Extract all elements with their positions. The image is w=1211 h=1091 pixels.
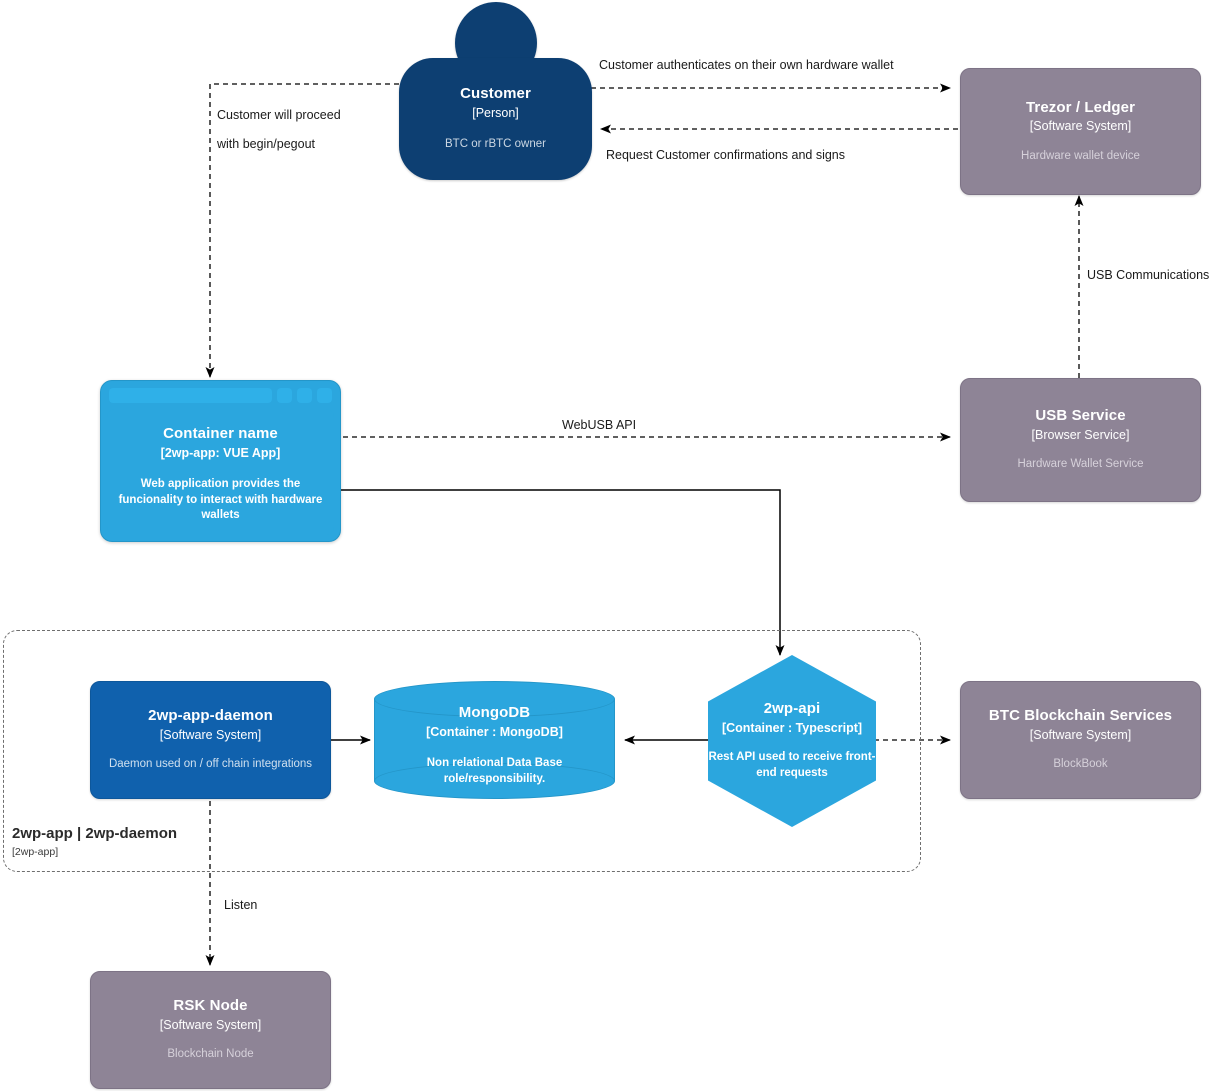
edge-label-vueapp-to-usbservice: WebUSB API: [562, 418, 637, 432]
node-rsk-node-description: Blockchain Node: [167, 1048, 254, 1061]
person-body: Customer [Person] BTC or rBTC owner: [399, 58, 592, 180]
node-trezor-ledger-description: Hardware wallet device: [1021, 149, 1140, 162]
node-customer-title: Customer: [460, 85, 531, 103]
node-trezor-ledger-tech: [Software System]: [1029, 119, 1132, 134]
edge-label-usbservice-to-trezor: USB Communications: [1087, 268, 1210, 282]
edge-label-customer-to-vueapp-line2: with begin/pegout: [217, 137, 315, 151]
hexagon-label: 2wp-api [Container : Typescript] Rest AP…: [708, 655, 876, 827]
boundary-name: 2wp-app | 2wp-daemon: [12, 825, 178, 842]
browser-control-dot-2[interactable]: [297, 388, 312, 403]
node-trezor-ledger[interactable]: Trezor / Ledger [Software System] Hardwa…: [960, 68, 1201, 195]
boundary-label: 2wp-app | 2wp-daemon [2wp-app]: [12, 825, 342, 859]
node-mongodb-tech: [Container : MongoDB]: [426, 725, 563, 740]
node-vue-app[interactable]: Container name [2wp-app: VUE App] Web ap…: [100, 380, 341, 542]
node-usb-service-description: Hardware Wallet Service: [1017, 458, 1144, 471]
node-customer-description: BTC or rBTC owner: [445, 138, 546, 151]
node-mongodb-description: Non relational Data Base role/responsibi…: [426, 757, 563, 785]
node-usb-service[interactable]: USB Service [Browser Service] Hardware W…: [960, 378, 1201, 502]
browser-titlebar: [107, 387, 334, 404]
edge-label-daemon-to-rsknode: Listen: [224, 898, 258, 912]
node-btc-blockchain-services-tech: [Software System]: [1029, 727, 1132, 742]
node-2wp-app-daemon-tech: [Software System]: [159, 727, 262, 742]
node-2wp-app-daemon-title: 2wp-app-daemon: [148, 707, 273, 725]
node-mongodb[interactable]: MongoDB [Container : MongoDB] Non relati…: [374, 681, 615, 799]
node-mongodb-title: MongoDB: [458, 704, 531, 722]
edge-label-trezor-to-customer: Request Customer confirmations and signs: [606, 148, 846, 162]
node-2wp-app-daemon-description: Daemon used on / off chain integrations: [108, 758, 313, 771]
browser-control-dot-3[interactable]: [317, 388, 332, 403]
node-vue-app-description: Web application provides the funcionalit…: [118, 478, 323, 522]
node-customer-tech: [Person]: [472, 105, 519, 120]
cylinder-bottom: [374, 763, 615, 799]
browser-control-dot-1[interactable]: [277, 388, 292, 403]
cylinder-label: MongoDB [Container : MongoDB] Non relati…: [374, 681, 615, 799]
node-btc-blockchain-services[interactable]: BTC Blockchain Services [Software System…: [960, 681, 1201, 799]
node-2wp-api-description: Rest API used to receive front-end reque…: [708, 751, 876, 779]
browser-screen: Container name [2wp-app: VUE App] Web ap…: [107, 409, 334, 535]
node-2wp-api[interactable]: 2wp-api [Container : Typescript] Rest AP…: [708, 655, 876, 827]
node-rsk-node[interactable]: RSK Node [Software System] Blockchain No…: [90, 971, 331, 1089]
edge-label-customer-to-vueapp-line1: Customer will proceed: [217, 108, 341, 122]
node-rsk-node-tech: [Software System]: [159, 1017, 262, 1032]
edge-customer-to-vueapp: [205, 83, 399, 378]
node-2wp-api-tech: [Container : Typescript]: [721, 721, 863, 736]
node-2wp-api-title: 2wp-api: [763, 700, 821, 718]
node-rsk-node-title: RSK Node: [173, 997, 248, 1015]
node-btc-blockchain-services-description: BlockBook: [1053, 758, 1108, 771]
node-2wp-app-daemon[interactable]: 2wp-app-daemon [Software System] Daemon …: [90, 681, 331, 799]
browser-urlbar[interactable]: [109, 388, 272, 403]
node-customer[interactable]: Customer [Person] BTC or rBTC owner: [399, 2, 592, 180]
node-btc-blockchain-services-title: BTC Blockchain Services: [988, 707, 1173, 725]
node-usb-service-tech: [Browser Service]: [1031, 427, 1130, 442]
node-trezor-ledger-title: Trezor / Ledger: [1025, 98, 1136, 116]
edge-label-customer-to-trezor: Customer authenticates on their own hard…: [599, 58, 894, 72]
boundary-2wp-app: [3, 630, 921, 872]
node-vue-app-title: Container name: [163, 425, 278, 442]
boundary-tech: [2wp-app]: [12, 846, 59, 858]
node-vue-app-tech: [2wp-app: VUE App]: [160, 445, 281, 460]
cylinder-top: [374, 681, 615, 717]
node-usb-service-title: USB Service: [1035, 407, 1126, 425]
